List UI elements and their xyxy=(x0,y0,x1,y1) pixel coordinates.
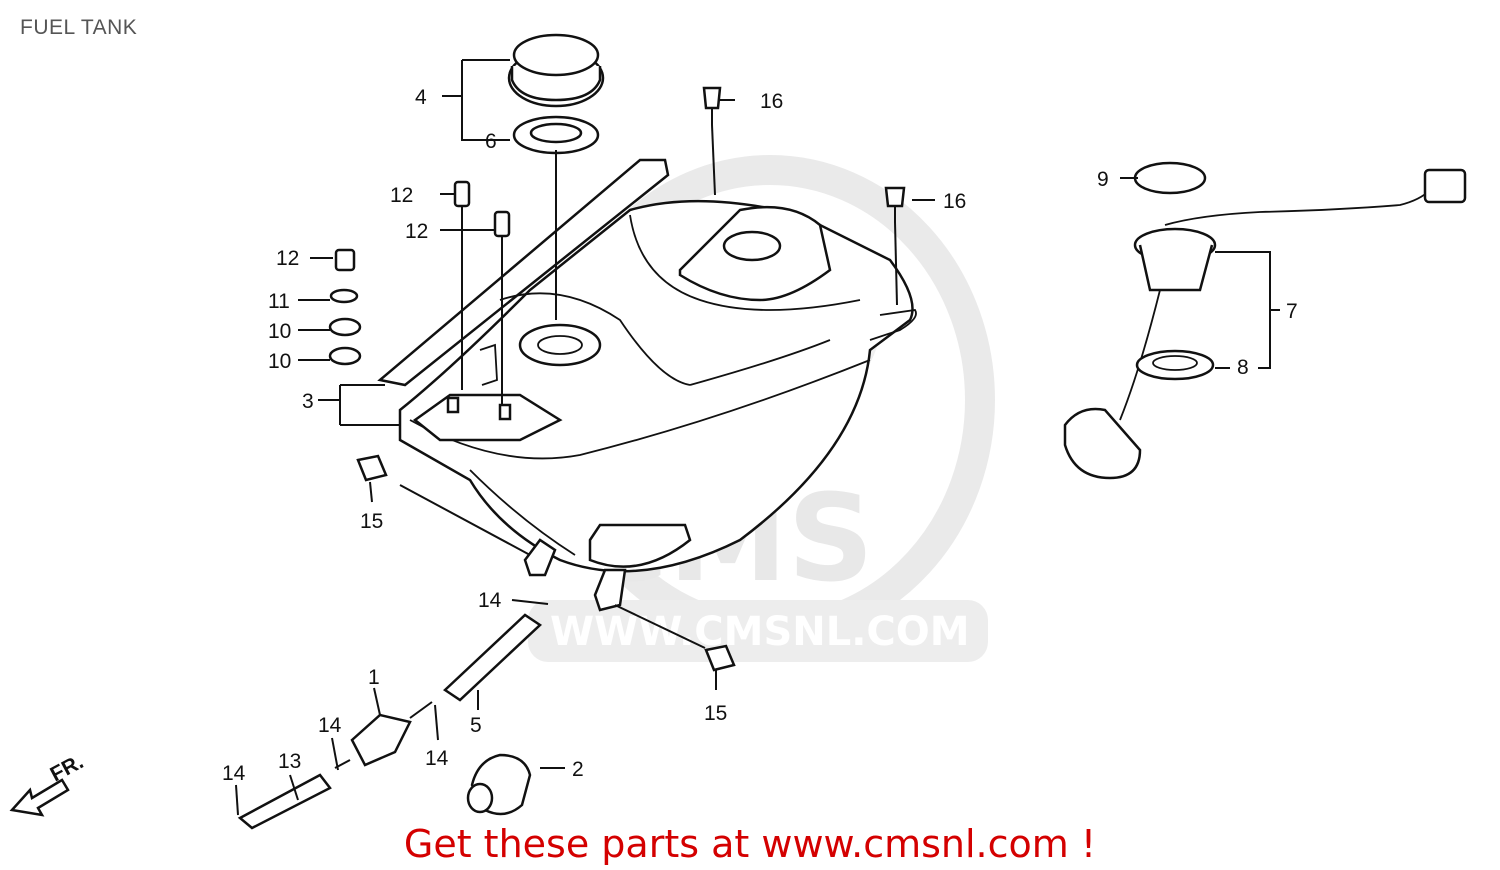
pump-retainer-ring xyxy=(1133,161,1207,195)
fuel-pump-unit xyxy=(1063,168,1467,480)
callout-14-d: 14 xyxy=(222,762,246,785)
promo-link-text[interactable]: Get these parts at www.cmsnl.com ! xyxy=(403,822,1097,866)
callout-15-a: 15 xyxy=(360,510,383,533)
fuel-tank xyxy=(398,199,917,612)
fuel-cap xyxy=(507,33,605,108)
callout-13: 13 xyxy=(278,750,301,773)
callout-5: 5 xyxy=(470,714,482,737)
fuel-hose-13 xyxy=(237,773,332,830)
callout-12-c: 12 xyxy=(276,247,299,270)
callout-7: 7 xyxy=(1286,300,1298,323)
callout-6: 6 xyxy=(485,130,497,153)
bolt-15-b xyxy=(704,644,736,672)
callout-14-c: 14 xyxy=(425,747,449,770)
leader-lines xyxy=(235,59,1280,816)
callout-11: 11 xyxy=(268,290,290,313)
fuel-strainer-2 xyxy=(466,753,532,816)
front-label: FR. xyxy=(47,750,88,786)
callout-15-b: 15 xyxy=(704,702,727,725)
callout-8: 8 xyxy=(1237,356,1249,379)
page-title: FUEL TANK xyxy=(20,16,138,39)
callout-10-b: 10 xyxy=(268,350,291,373)
promo-link[interactable]: Get these parts at www.cmsnl.com ! xyxy=(0,822,1500,866)
front-direction-arrow: FR. xyxy=(9,750,88,817)
callout-14-b: 14 xyxy=(318,714,342,737)
callout-12-a: 12 xyxy=(390,184,413,207)
fuel-hose-5 xyxy=(442,613,543,702)
callout-16-a: 16 xyxy=(760,90,783,113)
bolt-16-a xyxy=(702,86,722,125)
bolt-16-b xyxy=(884,186,906,222)
callout-16-b: 16 xyxy=(943,190,966,213)
callout-1: 1 xyxy=(368,666,380,689)
rubber-strip xyxy=(377,158,670,387)
grommet-stack xyxy=(328,180,511,366)
callout-14-a: 14 xyxy=(478,589,502,612)
callout-labels: 4 6 16 16 12 12 12 11 10 10 3 15 15 9 7 … xyxy=(222,86,1298,785)
fuel-filter-1 xyxy=(334,701,433,769)
bolt-15-a xyxy=(356,454,388,482)
cap-gasket xyxy=(512,115,600,155)
watermark-url: WWW.CMSNL.COM xyxy=(550,609,970,655)
callout-4: 4 xyxy=(415,86,427,109)
callout-2: 2 xyxy=(572,758,584,781)
callout-12-b: 12 xyxy=(405,220,428,243)
callout-10-a: 10 xyxy=(268,320,291,343)
callout-3: 3 xyxy=(302,390,314,413)
pump-gasket xyxy=(1135,349,1215,381)
callout-9: 9 xyxy=(1097,168,1109,191)
